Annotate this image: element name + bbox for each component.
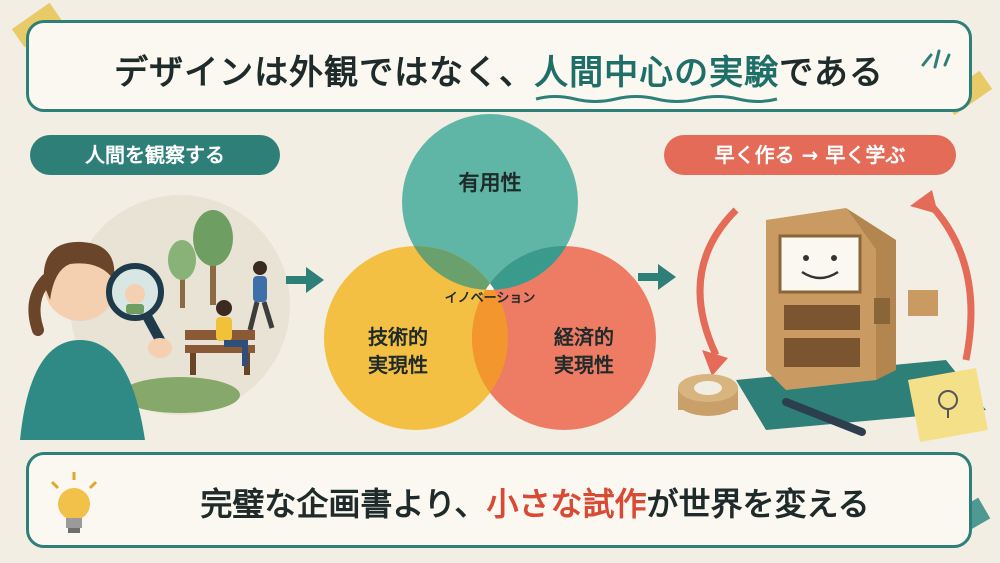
bottom-suffix: が世界を変える <box>646 485 870 523</box>
pen-icon <box>782 398 866 436</box>
page-title: デザインは外観ではなく、人間中心の実験である <box>29 45 969 103</box>
venn-circle-viability <box>472 246 656 430</box>
tree-icon <box>168 210 233 308</box>
lightbulb-icon <box>50 472 98 533</box>
bottom-message: 完璧な企画書より、小さな試作が世界を変える <box>121 479 949 525</box>
sticky-note-icon <box>908 368 988 442</box>
title-prefix: デザインは外観ではなく、 <box>114 53 535 93</box>
title-emphasis: 人間中心の実験 <box>534 53 779 103</box>
tape-roll-icon <box>678 374 738 416</box>
hand <box>148 338 172 358</box>
venn-label-right-1: 経済的 <box>554 325 614 349</box>
arrow-right-icon <box>286 267 324 293</box>
magnifier-icon <box>106 263 165 345</box>
small-box <box>908 290 938 316</box>
bottom-prefix: 完璧な企画書より、 <box>200 485 487 523</box>
sparkle-icon <box>921 49 951 69</box>
cycle-arrow-icon <box>696 190 975 376</box>
observation-scene <box>20 195 290 440</box>
bush <box>120 377 240 413</box>
venn-label-left-2: 実現性 <box>368 353 428 377</box>
face-screen <box>778 234 862 294</box>
venn-label-left-1: 技術的 <box>368 325 428 349</box>
venn-circle-desirability <box>402 114 578 290</box>
observer-woman <box>20 241 145 440</box>
walking-person <box>247 261 275 331</box>
prototype-scene <box>678 190 988 442</box>
cardboard-house <box>766 208 896 390</box>
build-learn-label: 早く作る → 早く学ぶ <box>664 135 956 175</box>
observe-people-label: 人間を観察する <box>30 135 280 175</box>
venn-label-top: 有用性 <box>459 171 522 195</box>
venn-label-right-2: 実現性 <box>554 353 614 377</box>
venn-label-center: イノベーション <box>445 291 536 306</box>
bottom-emphasis: 小さな試作 <box>486 485 647 523</box>
bottom-banner: 完璧な企画書より、小さな試作が世界を変える <box>26 452 972 548</box>
arrow-right-icon <box>638 264 676 290</box>
venn-circle-feasibility <box>324 246 508 430</box>
wavy-underline <box>535 95 778 103</box>
title-banner: デザインは外観ではなく、人間中心の実験である <box>26 20 972 112</box>
venn-diagram: 有用性 技術的 実現性 経済的 実現性 イノベーション <box>324 114 656 430</box>
title-suffix: である <box>779 53 884 93</box>
sitting-person <box>216 300 248 366</box>
